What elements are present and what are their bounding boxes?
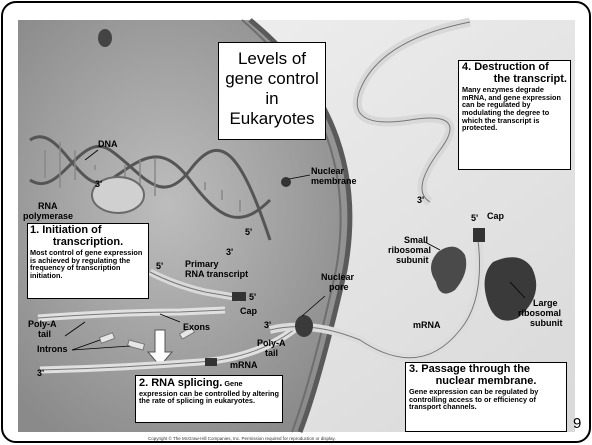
marker-5prime-c: 5' [249,293,256,302]
label-poly-a-1: Poly-A [28,320,57,329]
label-large-ribosomal-1: Large [533,299,558,308]
step-3-heading: 3. Passage through the [409,364,563,376]
label-small-ribosomal-2: ribosomal [388,246,431,255]
mrna-cap [473,228,485,242]
label-nuclear-pore-1: Nuclear [321,273,354,282]
step-2-box: 2. RNA splicing. Gene expression can be … [135,375,283,423]
marker-3prime-c: 3' [264,321,271,330]
title-line-4: Eukaryotes [219,109,325,129]
step-4-box: 4. Destruction of the transcript. Many e… [458,60,571,170]
slide-number: 9 [573,415,581,432]
label-introns: Introns [37,345,68,354]
step-4-heading-cont: the transcript. [462,74,567,86]
step-1-heading: 1. Initiation of [30,225,146,237]
marker-3prime-d: 3' [37,369,44,378]
label-exons: Exons [183,323,210,332]
marker-5prime-a: 5' [245,228,252,237]
label-small-ribosomal-3: subunit [396,256,429,265]
label-cap-1: Cap [240,307,257,316]
marker-3prime-b: 3' [226,248,233,257]
copyright-notice: Copyright © The McGraw-Hill Companies, I… [148,436,336,441]
label-small-ribosomal-1: Small [404,236,428,245]
step-2-text: 2. RNA splicing. Gene expression can be … [139,378,279,405]
step-4-body: Many enzymes degrade mRNA, and gene expr… [462,86,567,132]
label-tail-1: tail [38,330,51,339]
step-1-box: 1. Initiation of transcription. Most con… [27,223,149,299]
label-nuclear-pore-2: pore [329,283,349,292]
label-mrna-2: mRNA [413,321,441,330]
label-primary-rna-1: Primary [185,260,219,269]
step-1-body: Most control of gene expression is achie… [30,249,146,280]
label-poly-a-2: Poly-A [257,339,286,348]
label-large-ribosomal-2: ribosomal [518,309,561,318]
nuclear-pore [295,315,313,337]
step-2-heading: 2. RNA splicing. [139,377,222,389]
label-mrna-1: mRNA [230,361,258,370]
step-3-heading-cont: nuclear membrane. [409,376,563,388]
slide-title: Levels of gene control in Eukaryotes [218,42,326,140]
step-4-heading: 4. Destruction of [462,62,567,74]
label-nuclear-membrane-1: Nuclear [311,167,344,176]
marker-3prime-e: 3' [417,196,424,205]
label-dna: DNA [98,140,118,149]
marker-5prime-b: 5' [156,262,163,271]
nuclear-pore-top [98,29,112,47]
label-nuclear-membrane-2: membrane [311,177,357,186]
title-line-1: Levels of [219,49,325,69]
title-line-3: in [219,89,325,109]
title-line-2: gene control [219,69,325,89]
label-cap-2: Cap [487,212,504,221]
label-primary-rna-2: RNA transcript [185,270,248,279]
marker-5prime-d: 5' [471,214,478,223]
step-3-box: 3. Passage through the nuclear membrane.… [405,362,567,432]
label-rna-polymerase-2: polymerase [23,212,73,221]
label-rna-polymerase-1: RNA [38,202,58,211]
step-1-heading-cont: transcription. [30,237,146,249]
marker-3prime-a: 3' [95,180,102,189]
label-tail-2: tail [265,349,278,358]
label-large-ribosomal-3: subunit [530,319,563,328]
step-3-body: Gene expression can be regulated by cont… [409,388,563,411]
